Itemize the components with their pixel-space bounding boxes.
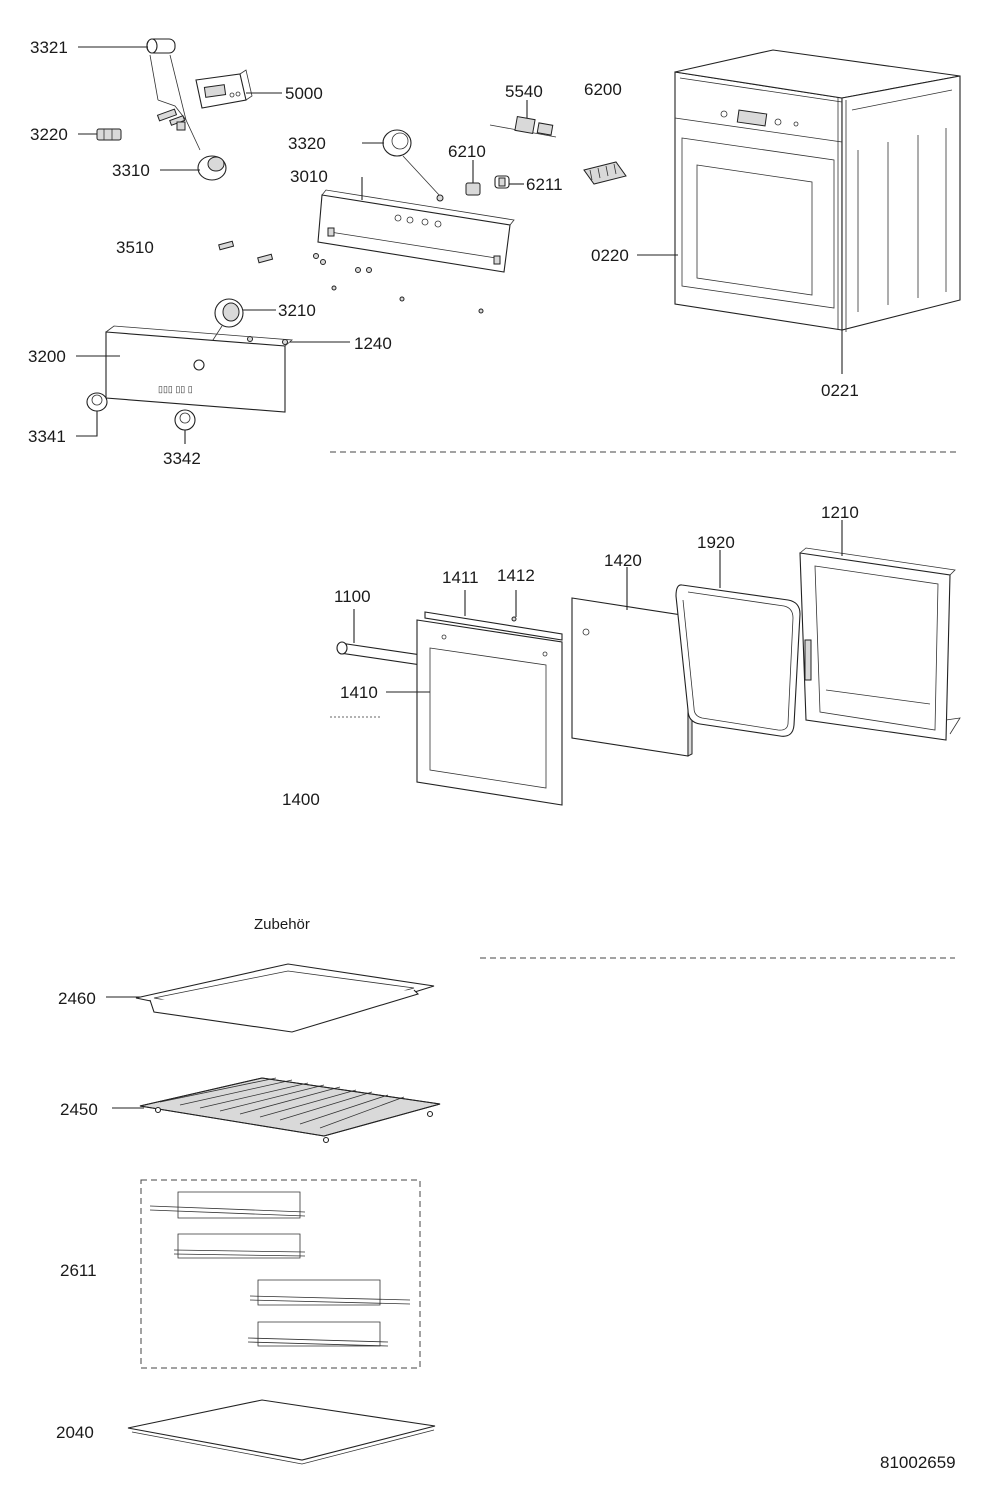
control-panel-group: 3321 5000 3220 331 (28, 38, 961, 468)
part-3341-shape (86, 392, 108, 412)
part-1210-inner-frame (799, 547, 961, 741)
label-3341: 3341 (28, 427, 66, 446)
part-0220-oven-housing (674, 49, 961, 332)
accessories-heading: Zubehör (254, 916, 310, 933)
part-6210-shape (465, 182, 481, 196)
part-3010-shape (317, 189, 515, 273)
part-2611-box (140, 1179, 421, 1369)
label-1210: 1210 (821, 503, 859, 522)
label-1100: 1100 (334, 587, 371, 606)
svg-text:▯▯▯ ▯▯ ▯: ▯▯▯ ▯▯ ▯ (158, 384, 193, 394)
label-0221: 0221 (821, 381, 859, 400)
label-3220: 3220 (30, 125, 68, 144)
label-1400: 1400 (282, 790, 320, 809)
spring-parts-shape (156, 108, 186, 131)
label-3321: 3321 (30, 38, 68, 57)
part-3220-shape (96, 128, 122, 141)
part-3310-shape (197, 155, 227, 181)
label-3342: 3342 (163, 449, 201, 468)
part-3321-shape (146, 38, 201, 151)
label-6200: 6200 (584, 80, 622, 99)
part-2450-grid-rack (139, 1077, 441, 1144)
label-2040: 2040 (56, 1423, 94, 1442)
label-3010: 3010 (290, 167, 328, 186)
part-1920-gasket (675, 584, 801, 737)
part-5000-shape (195, 69, 253, 109)
part-3320-shape (382, 129, 444, 202)
label-1420: 1420 (604, 551, 642, 570)
label-1411: 1411 (442, 568, 479, 587)
label-1920: 1920 (697, 533, 735, 552)
part-3200-shape: ▯▯▯ ▯▯ ▯ (105, 325, 293, 413)
part-1410-outer-door (416, 619, 563, 806)
label-2450: 2450 (60, 1100, 98, 1119)
part-1420-glass (571, 597, 693, 757)
label-1412: 1412 (497, 566, 535, 585)
label-2460: 2460 (58, 989, 96, 1008)
document-number: 81002659 (880, 1453, 956, 1472)
label-6210: 6210 (448, 142, 486, 161)
label-1410: 1410 (340, 683, 378, 702)
label-1240: 1240 (354, 334, 392, 353)
part-3342-shape (174, 409, 196, 431)
label-3510: 3510 (116, 238, 154, 257)
label-0220: 0220 (591, 246, 629, 265)
label-2611: 2611 (60, 1261, 97, 1280)
label-3200: 3200 (28, 347, 66, 366)
part-2611-runners (149, 1191, 411, 1347)
label-6211: 6211 (526, 175, 563, 194)
part-1240-screw (282, 339, 288, 345)
label-3320: 3320 (288, 134, 326, 153)
label-5540: 5540 (505, 82, 543, 101)
part-5540-shape (489, 115, 557, 138)
part-1411-strip (424, 611, 563, 641)
part-2040-flat-tray (127, 1399, 436, 1465)
label-3210: 3210 (278, 301, 316, 320)
label-3310: 3310 (112, 161, 150, 180)
part-3510-screws (218, 240, 484, 314)
part-6211-shape (494, 175, 510, 189)
door-group: 1100 1411 1412 1410 1400 1420 (282, 503, 961, 809)
part-6200-shape (583, 161, 627, 185)
part-3210-shape (199, 298, 244, 361)
label-5000: 5000 (285, 84, 323, 103)
part-2460-deep-tray (135, 963, 435, 1033)
